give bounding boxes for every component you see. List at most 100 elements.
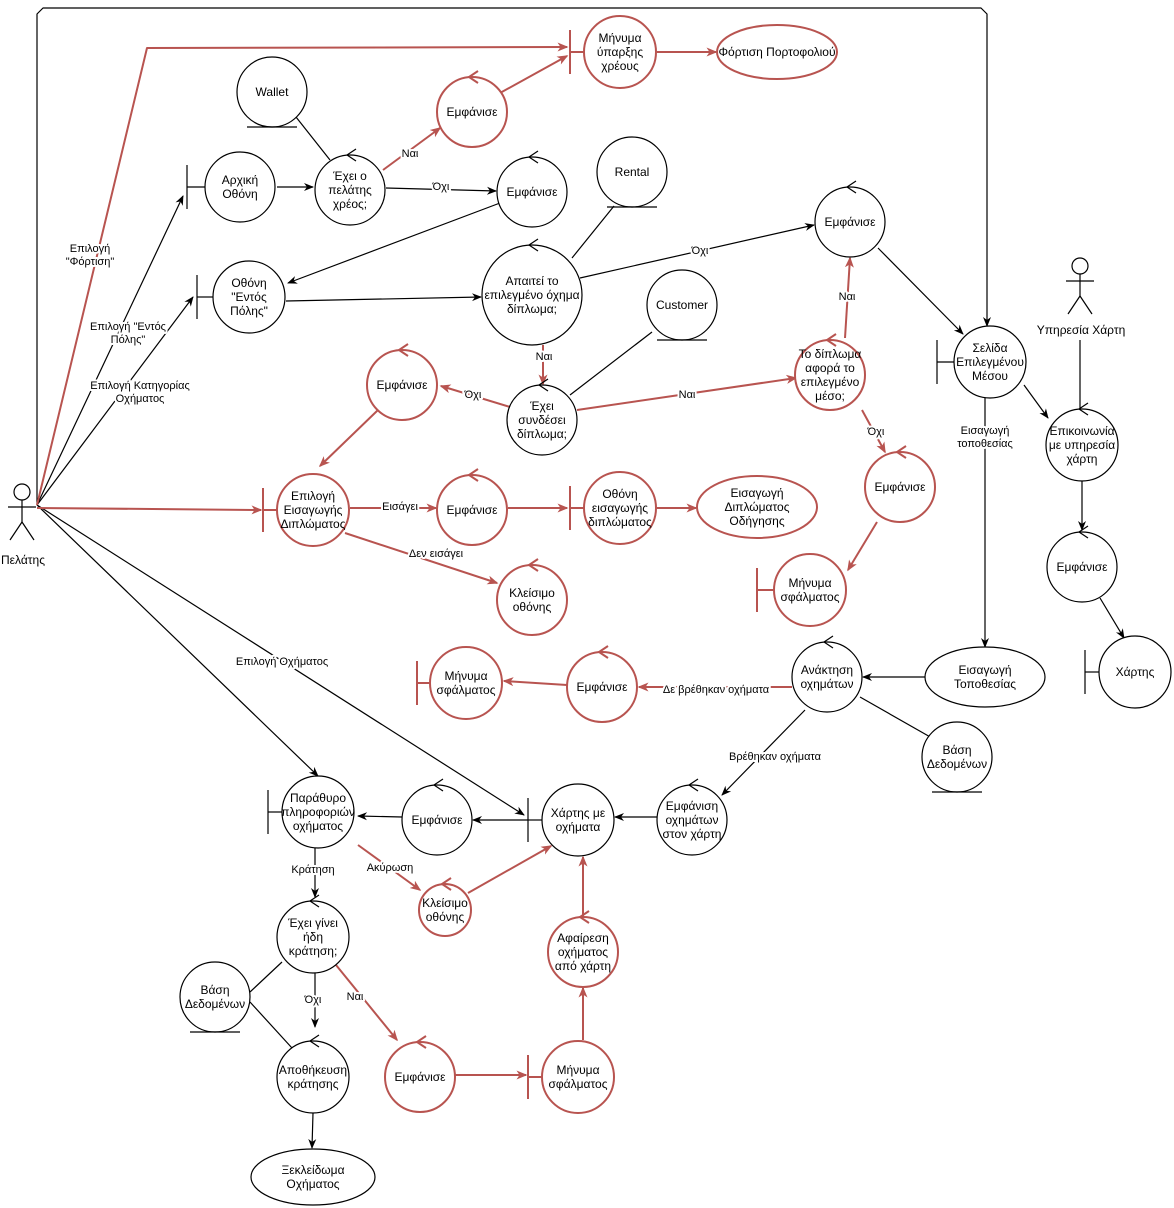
edge-label-text: Ναι xyxy=(679,389,696,401)
show-no-license-needed-control: Εμφάνισε xyxy=(814,180,886,258)
show-vehicles-on-map-control-label: Εμφάνιση xyxy=(666,799,718,813)
actor-left-leg xyxy=(9,521,23,541)
edge-label-text: Ναι xyxy=(402,148,419,160)
has-debt-yes-edge xyxy=(382,127,442,171)
has-license-control-label: Έχει xyxy=(529,399,554,413)
database-vehicles-entity-label: Βάση xyxy=(942,743,971,757)
already-booked-control-label: ήδη xyxy=(303,930,323,944)
license-matches-no-edge xyxy=(861,409,886,454)
edge-label-text: Όχι xyxy=(304,994,322,1006)
map-boundary-label: Χάρτης xyxy=(1116,665,1155,679)
show-to-city-screen-edge xyxy=(287,202,501,284)
control-arrow-icon xyxy=(597,645,609,659)
edge-label-text: Επιλογή Κατηγορίας xyxy=(90,380,190,392)
unlock-vehicle-ellipse-label: Οχήματος xyxy=(286,1177,339,1191)
edge-label-text: Όχι xyxy=(867,426,885,438)
vehicles-map-boundary-label: Χάρτης με xyxy=(551,806,606,820)
control-arrow-icon xyxy=(822,635,834,649)
license-matches-control-circle xyxy=(794,339,866,411)
fetch-vehicles-control-circle xyxy=(791,641,863,713)
edge-label-text: "Φόρτιση" xyxy=(66,256,115,268)
vehicles-map-boundary-label: οχήματα xyxy=(556,820,601,834)
control-arrow-icon xyxy=(687,778,699,792)
rental-to-requires-license-edge xyxy=(571,205,615,259)
license-required-no-edge-label: Όχι xyxy=(689,243,711,259)
error-message-license-boundary-label: σφάλματος xyxy=(780,590,839,604)
license-matches-yes-edge-label: Ναι xyxy=(837,289,858,305)
show-no-debt-control-circle xyxy=(496,156,568,228)
edge-label-text: Κράτηση xyxy=(291,864,334,876)
connectors xyxy=(36,7,1125,1149)
show-info-window-control-circle xyxy=(401,784,473,856)
customer-to-vehicles-map-edge xyxy=(36,504,525,816)
customer-entity-to-has-license-edge xyxy=(569,331,653,396)
actor-right-leg xyxy=(21,521,35,541)
error-message-booking-boundary-label: σφάλματος xyxy=(548,1077,607,1091)
error-message-license-boundary-label: Μήνυμα xyxy=(788,576,831,590)
edge-label-text: Βρέθηκαν οχήματα xyxy=(729,751,822,763)
show-no-debt-control-label: Εμφάνισε xyxy=(506,185,558,199)
save-booking-to-unlock-edge xyxy=(308,1112,317,1149)
booked-yes-edge-label: Ναι xyxy=(345,989,366,1005)
close-screen-info-control-circle xyxy=(418,883,472,937)
license-matches-control-label: Το δίπλωμα xyxy=(799,347,862,361)
show-debt-control: Εμφάνισε xyxy=(436,70,508,148)
show-no-vehicles-control-label: Εμφάνισε xyxy=(576,680,628,694)
control-arrow-icon xyxy=(895,445,907,459)
show-insert-screen-control-circle xyxy=(436,474,508,546)
show-insert-screen-control-label: Εμφάνισε xyxy=(446,503,498,517)
edge-labels: Επιλογή"Φόρτιση"Επιλογή "ΕντόςΠόλης"Επιλ… xyxy=(64,146,1015,1008)
customer-actor-icon: Πελάτης xyxy=(1,483,45,567)
edge-label-text: Ναι xyxy=(839,291,856,303)
control-arrow-icon xyxy=(467,70,479,84)
wallet-to-has-debt-edge xyxy=(295,116,331,161)
wallet-charge-ellipse-label: Φόρτιση Πορτοφολιού xyxy=(718,45,835,59)
enter-driving-license-ellipse-label: Εισαγωγή xyxy=(730,486,783,500)
edge-label-text: Όχι xyxy=(691,245,709,257)
debt-message-boundary-label: Μήνυμα xyxy=(598,31,641,45)
show-vehicles-on-map-control-label: οχημάτων xyxy=(665,813,718,827)
inserts-edge-label: Εισάγει xyxy=(380,499,420,515)
cancel-edge-label: Ακύρωση xyxy=(365,860,416,876)
customer-to-debt-message-edge xyxy=(36,42,569,506)
save-booking-control-label: Αποθήκευση xyxy=(279,1063,347,1077)
has-license-control-circle xyxy=(506,384,578,456)
control-arrow-icon xyxy=(440,877,452,891)
control-arrow-icon xyxy=(537,378,549,392)
show-to-error-message-vehicles-edge xyxy=(502,677,568,687)
customer-actor-label: Πελάτης xyxy=(1,553,45,567)
selected-vehicle-page-boundary-label: Επιλεγμένου xyxy=(956,355,1024,369)
city-screen-to-requires-license-edge xyxy=(285,293,482,302)
booking-edge-label: Κράτηση xyxy=(289,862,336,878)
actor-right-leg xyxy=(1079,295,1093,315)
customer-to-city-screen-edge xyxy=(36,296,194,506)
has-debt-control-label: πελάτης xyxy=(328,183,372,197)
requires-license-no-edge xyxy=(579,223,815,279)
database-bookings-entity-label: Βάση xyxy=(200,983,229,997)
save-booking-control-label: κράτησης xyxy=(287,1077,338,1091)
selected-vehicle-page-boundary-label: Μέσου xyxy=(972,369,1008,383)
wallet-charge-ellipse-shape xyxy=(716,24,838,80)
debt-message-boundary-label: ύπαρξης xyxy=(597,45,643,59)
license-matches-yes-edge xyxy=(844,256,854,339)
enter-driving-license-ellipse-shape xyxy=(696,475,818,539)
edge-label-text: Οχήματος xyxy=(116,393,165,405)
show-to-insert-choice-edge xyxy=(318,409,379,468)
customer-entity-entity: Customer xyxy=(646,269,718,341)
